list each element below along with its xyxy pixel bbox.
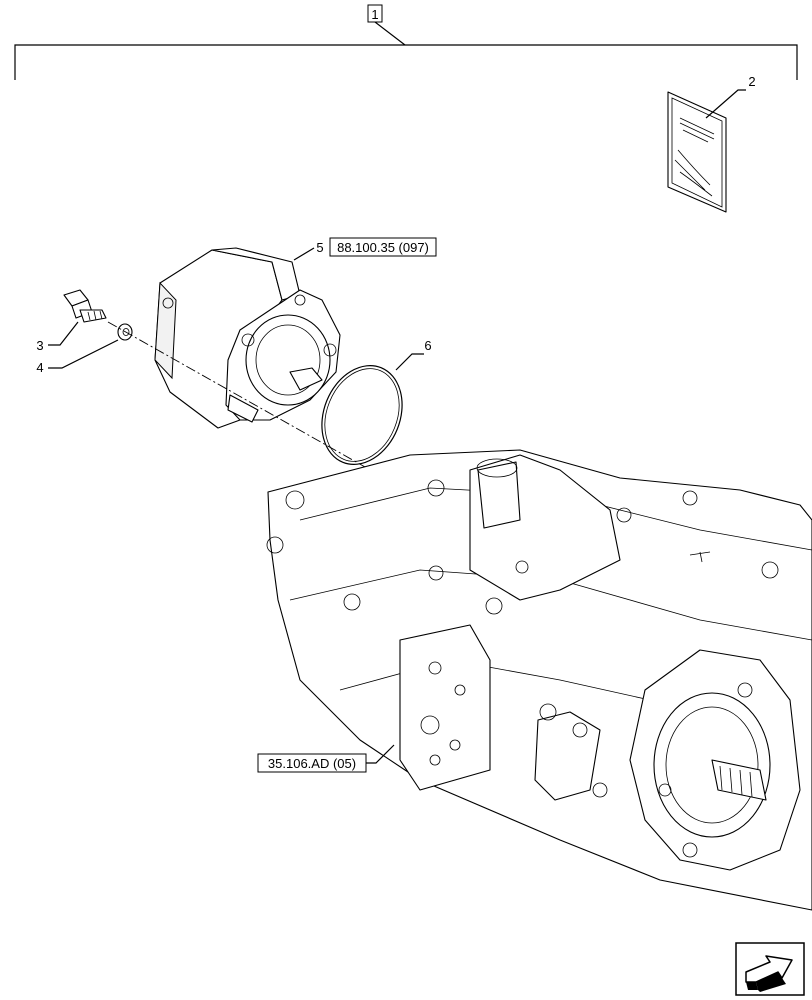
- callout-5: 5 88.100.35 (097): [293, 237, 437, 261]
- o-ring: [321, 365, 403, 465]
- next-page-arrow-icon[interactable]: [735, 942, 805, 996]
- reference-main-pump: 35.106.AD (05): [268, 756, 356, 771]
- manual-booklet: [667, 91, 727, 213]
- callout-4: 4: [36, 339, 119, 375]
- callout-6-label: 6: [424, 338, 431, 353]
- callout-1-label: 1: [371, 7, 378, 22]
- callout-3-label: 3: [36, 338, 43, 353]
- callout-4-label: 4: [36, 360, 43, 375]
- assembly-centerline: [107, 321, 421, 499]
- assembly-bracket: [14, 44, 798, 80]
- reference-gear-pump: 88.100.35 (097): [337, 240, 429, 255]
- callout-5-label: 5: [316, 240, 323, 255]
- callout-main-pump: 35.106.AD (05): [257, 744, 395, 773]
- bolt: [63, 289, 107, 323]
- main-hydraulic-pump: [266, 449, 812, 911]
- callout-2: 2: [705, 74, 756, 119]
- callout-6: 6: [395, 338, 432, 371]
- callout-3: 3: [36, 321, 79, 353]
- callout-1: 1: [14, 4, 798, 80]
- callout-2-label: 2: [748, 74, 755, 89]
- gear-pump: [154, 247, 341, 429]
